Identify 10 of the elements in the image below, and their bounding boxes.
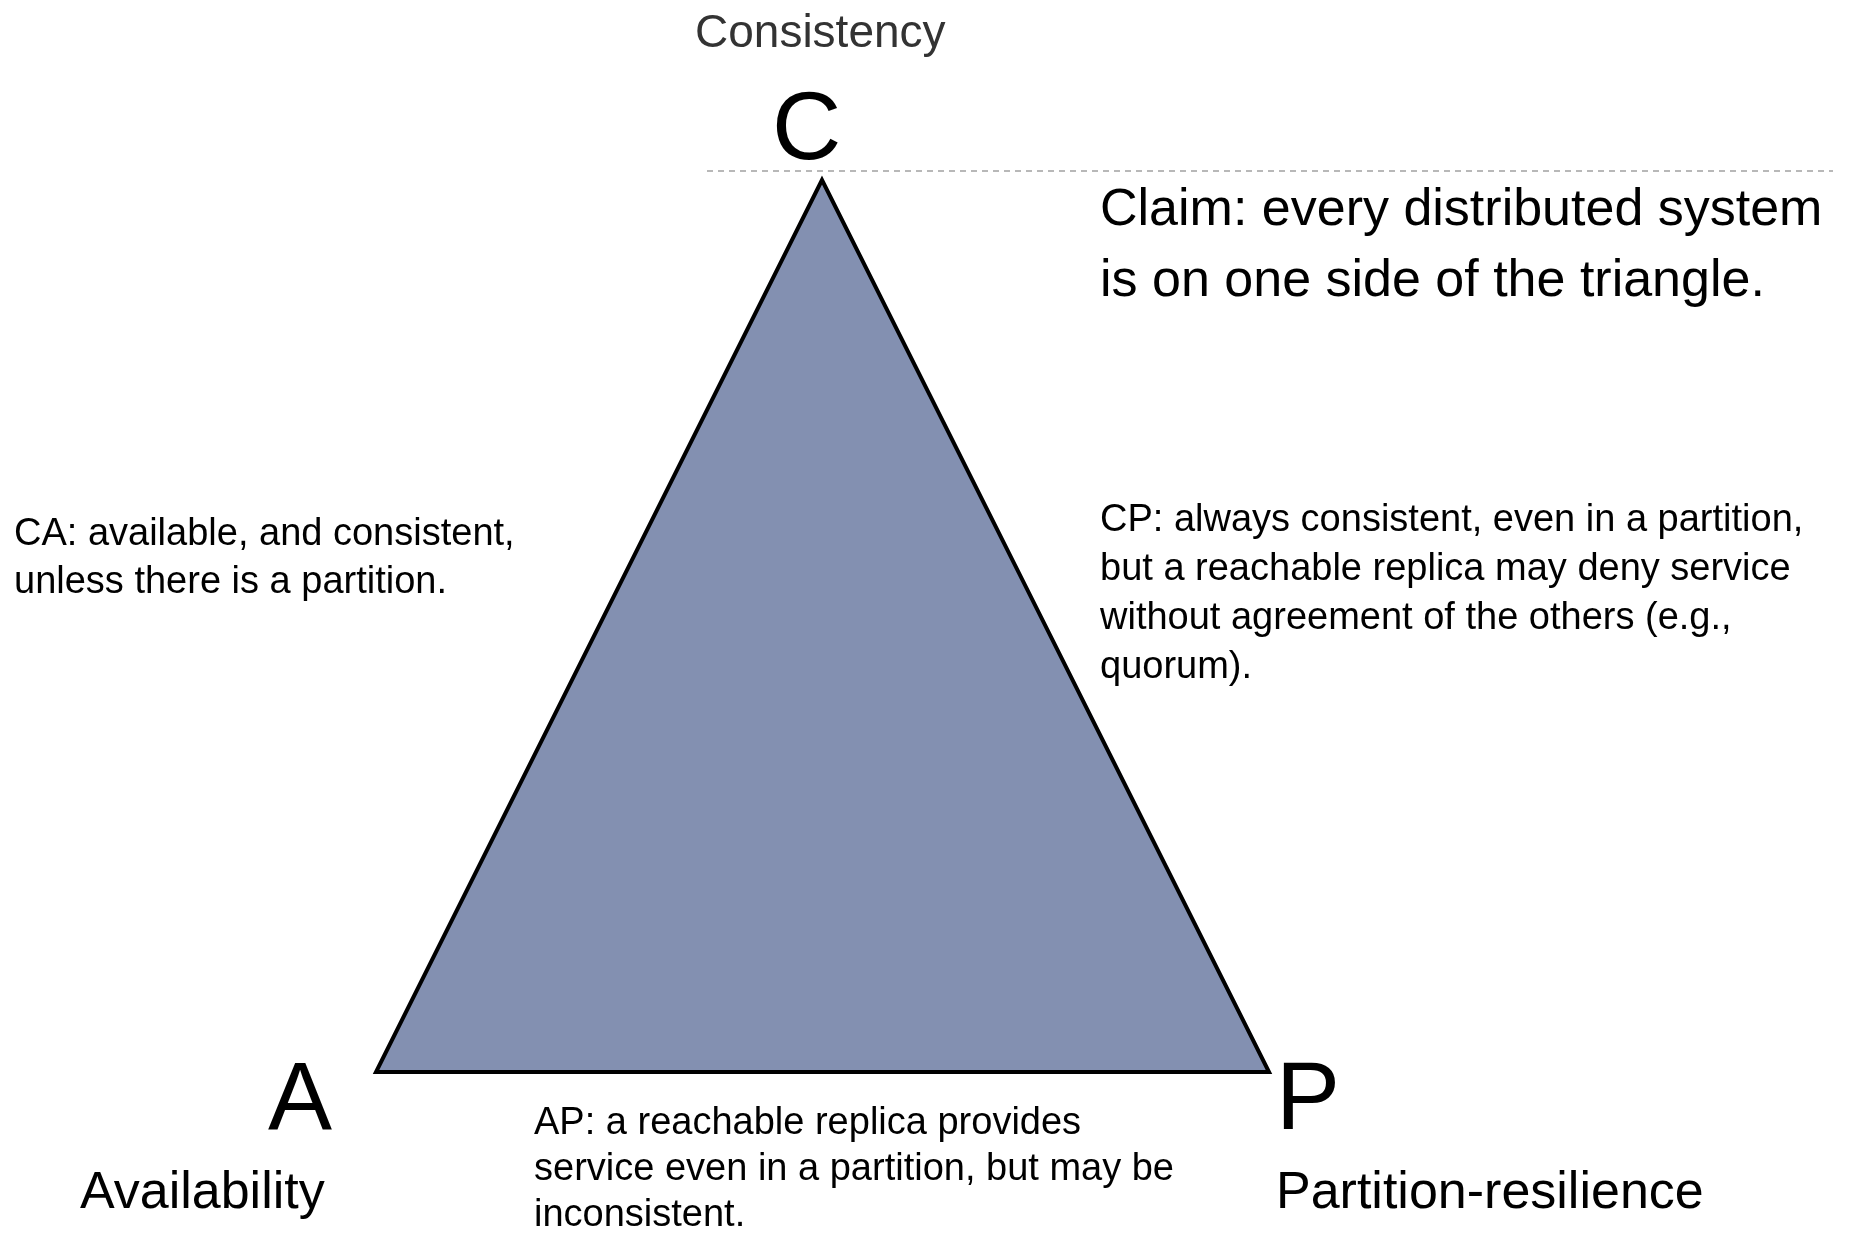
claim-text: Claim: every distributed system is on one side of the triangle.	[1100, 177, 1824, 309]
axis-caption: Partition-resilience	[1276, 1160, 1704, 1220]
note-text: CA: available, and consistent, unless there is a partition.	[14, 510, 516, 603]
axis-caption: Availability	[80, 1160, 325, 1220]
note-text: CP: always consistent, even in a partition, but a reachable replica may deny service without agreement of the others (e.g., quorum).	[1100, 496, 1805, 688]
heading: Consistency	[695, 4, 946, 58]
note-text: AP: a reachable replica provides service even in a partition, but may be inconsistent.	[534, 1099, 1175, 1235]
vertex-letter: C	[772, 76, 842, 176]
vertex-letter: P	[1276, 1046, 1341, 1146]
vertex-letter: A	[268, 1046, 333, 1146]
